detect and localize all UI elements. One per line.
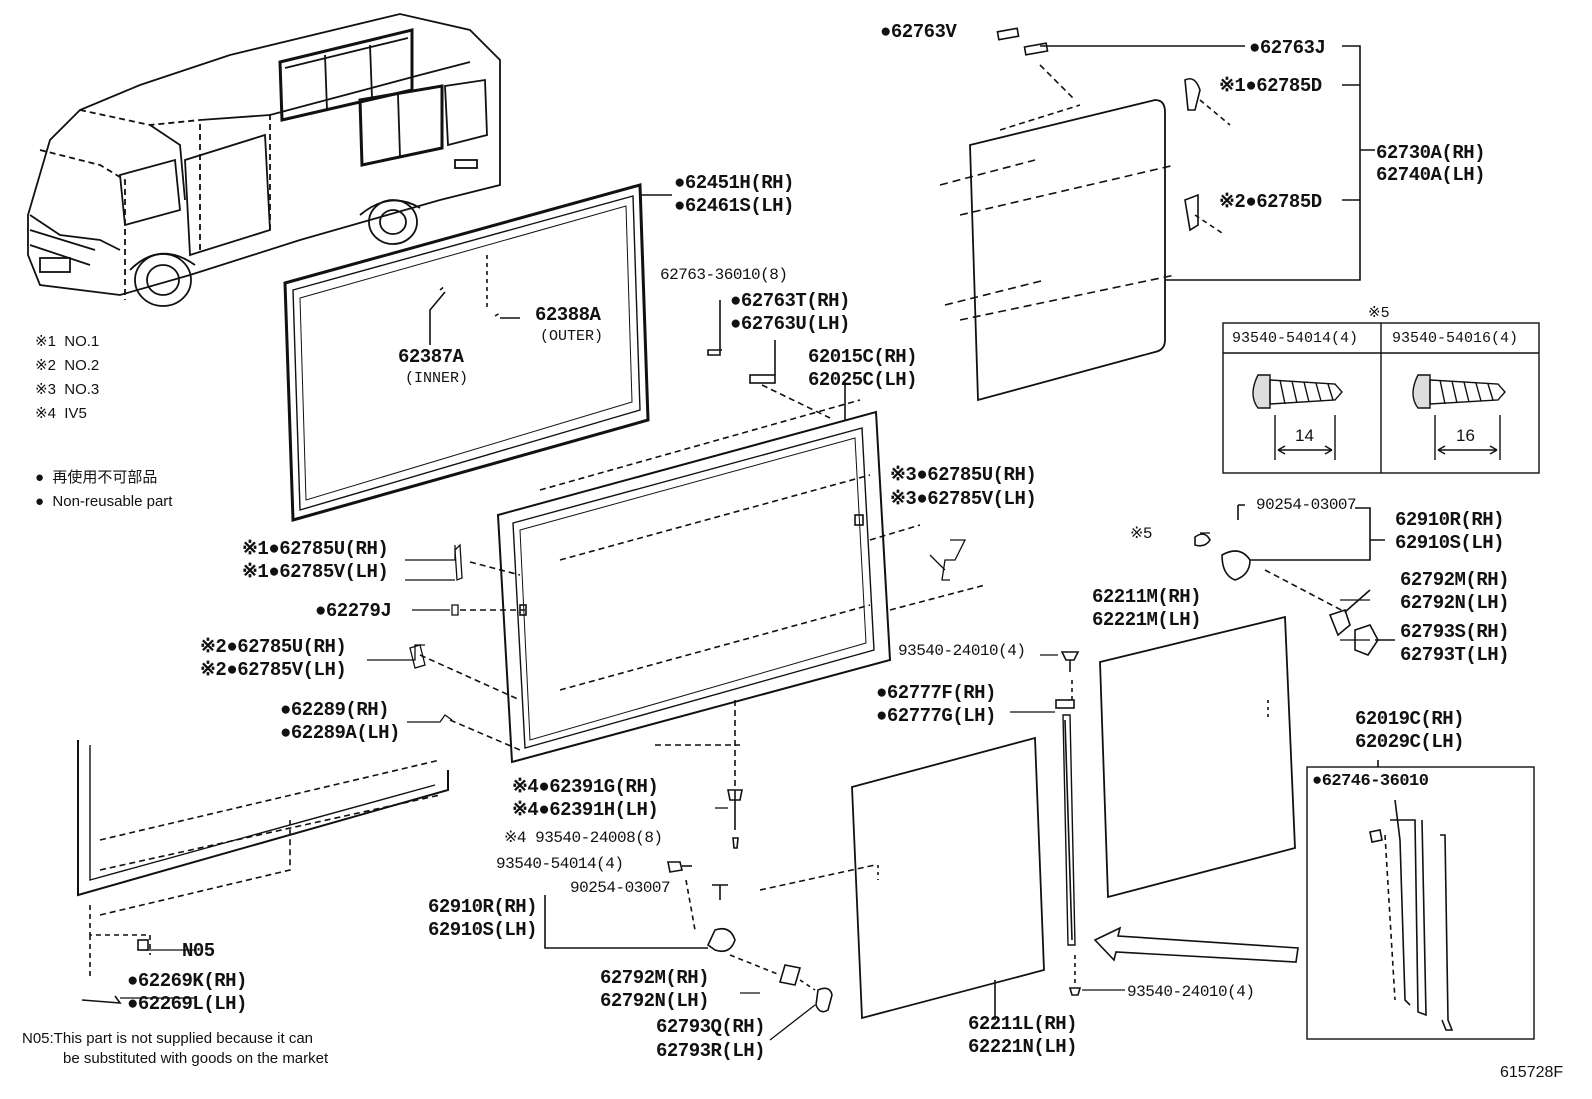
part-label-90254-03007-b[interactable]: 90254-03007 xyxy=(1256,496,1357,514)
part-label-62793Q[interactable]: 62793Q(RH) xyxy=(656,1016,766,1038)
part-label-mark-5: ※5 xyxy=(1130,525,1153,543)
part-label-62763U[interactable]: ●62763U(LH) xyxy=(730,313,850,335)
part-label-62785V-3[interactable]: ※3●62785V(LH) xyxy=(890,488,1037,510)
part-label-62019C[interactable]: 62019C(RH) xyxy=(1355,708,1465,730)
dot-icon: ● xyxy=(35,469,45,486)
part-label-62785U-3[interactable]: ※3●62785U(RH) xyxy=(890,464,1037,486)
note-line-2: be substituted with goods on the market xyxy=(63,1050,329,1067)
part-label-62785V-1[interactable]: ※1●62785V(LH) xyxy=(242,561,389,583)
leader-lines xyxy=(120,532,1370,1041)
part-label-62015C[interactable]: 62015C(RH) xyxy=(808,346,918,368)
legend-mark-4: ※4 IV5 xyxy=(35,402,87,426)
part-label-62221M[interactable]: 62221M(LH) xyxy=(1092,609,1202,631)
part-label-62269K[interactable]: ●62269K(RH) xyxy=(127,970,247,992)
part-label-62785U-2[interactable]: ※2●62785U(RH) xyxy=(200,636,347,658)
part-label-62763T[interactable]: ●62763T(RH) xyxy=(730,290,850,312)
part-label-62910S-a[interactable]: 62910S(LH) xyxy=(428,919,538,941)
part-label-62793S[interactable]: 62793S(RH) xyxy=(1400,621,1510,643)
sliding-glass-lh xyxy=(759,651,1299,1020)
part-label-62793R[interactable]: 62793R(LH) xyxy=(656,1040,766,1062)
legend-mark-3-symbol: ※3 xyxy=(35,381,56,398)
part-label-62746-36010[interactable]: ●62746-36010 xyxy=(1312,772,1429,791)
part-label-62777F[interactable]: ●62777F(RH) xyxy=(876,682,996,704)
table-col2-part: 93540-54016(4) xyxy=(1392,330,1519,347)
part-label-62289A[interactable]: ●62289A(LH) xyxy=(280,722,400,744)
run-channel-box xyxy=(1306,760,1535,1040)
upper-right-panel xyxy=(939,27,1375,402)
table-dim-14: 14 xyxy=(1295,426,1314,445)
part-label-62461S[interactable]: ●62461S(LH) xyxy=(674,195,794,217)
legend-mark-4-symbol: ※4 xyxy=(35,405,56,422)
lower-lock-parts xyxy=(544,789,833,1013)
part-label-62388A[interactable]: 62388A xyxy=(535,304,601,326)
part-label-62785V-2[interactable]: ※2●62785V(LH) xyxy=(200,659,347,681)
legend-en-text: Non-reusable part xyxy=(52,493,173,510)
window-weatherstrip xyxy=(283,183,672,522)
part-label-62388A-sub: (OUTER) xyxy=(540,328,604,345)
part-label-62792M-b[interactable]: 62792M(RH) xyxy=(1400,569,1510,591)
part-label-62910R-b[interactable]: 62910R(RH) xyxy=(1395,509,1505,531)
legend-mark-1-text: NO.1 xyxy=(64,333,100,350)
part-label-62289[interactable]: ●62289(RH) xyxy=(280,699,390,721)
part-label-62211L[interactable]: 62211L(RH) xyxy=(968,1013,1078,1035)
legend-nonreusable-jp: ● 再使用不可部品 xyxy=(35,466,157,490)
legend-mark-3: ※3 NO.3 xyxy=(35,378,99,402)
part-label-93540-24010-a[interactable]: 93540-24010(4) xyxy=(898,642,1026,660)
table-col1-part: 93540-54014(4) xyxy=(1232,330,1359,347)
table-dim-16: 16 xyxy=(1456,426,1475,445)
legend-mark-2-symbol: ※2 xyxy=(35,357,56,374)
part-label-62025C[interactable]: 62025C(LH) xyxy=(808,369,918,391)
legend-mark-1: ※1 NO.1 xyxy=(35,330,99,354)
part-label-62793T[interactable]: 62793T(LH) xyxy=(1400,644,1510,666)
legend-mark-2-text: NO.2 xyxy=(64,357,100,374)
part-label-62387A[interactable]: 62387A xyxy=(398,346,464,368)
part-label-62279J[interactable]: ●62279J xyxy=(315,600,392,622)
part-label-90254-03007-a[interactable]: 90254-03007 xyxy=(570,879,671,897)
part-label-62391G[interactable]: ※4●62391G(RH) xyxy=(512,776,659,798)
legend-mark-1-symbol: ※1 xyxy=(35,333,56,350)
table-header-mark: ※5 xyxy=(1368,305,1390,322)
part-label-62387A-sub: (INNER) xyxy=(405,370,469,387)
legend-mark-2: ※2 NO.2 xyxy=(35,354,99,378)
legend-mark-3-text: NO.3 xyxy=(64,381,100,398)
part-label-62785D-1[interactable]: ※1●62785D xyxy=(1219,75,1322,97)
part-label-62029C[interactable]: 62029C(LH) xyxy=(1355,731,1465,753)
part-label-93540-54014[interactable]: 93540-54014(4) xyxy=(496,855,624,873)
part-label-62763-36010[interactable]: 62763-36010(8) xyxy=(660,266,788,284)
bus-illustration xyxy=(27,13,501,307)
part-label-62785D-2[interactable]: ※2●62785D xyxy=(1219,191,1322,213)
part-label-62785U-1[interactable]: ※1●62785U(RH) xyxy=(242,538,389,560)
part-label-62763J[interactable]: ●62763J xyxy=(1249,37,1326,59)
dot-icon: ● xyxy=(35,493,45,510)
part-label-93540-24008[interactable]: ※4 93540-24008(8) xyxy=(504,829,663,847)
part-label-62221N[interactable]: 62221N(LH) xyxy=(968,1036,1078,1058)
part-label-62451H[interactable]: ●62451H(RH) xyxy=(674,172,794,194)
part-label-62910S-b[interactable]: 62910S(LH) xyxy=(1395,532,1505,554)
part-label-62269L[interactable]: ●62269L(LH) xyxy=(127,993,247,1015)
legend-mark-4-text: IV5 xyxy=(64,405,87,422)
part-label-62391H[interactable]: ※4●62391H(LH) xyxy=(512,799,659,821)
lower-rail xyxy=(77,740,449,1004)
part-label-62730A[interactable]: 62730A(RH) xyxy=(1376,142,1486,164)
part-label-62910R-a[interactable]: 62910R(RH) xyxy=(428,896,538,918)
part-label-62740A[interactable]: 62740A(LH) xyxy=(1376,164,1486,186)
part-label-62792N-b[interactable]: 62792N(LH) xyxy=(1400,592,1510,614)
legend-jp-text: 再使用不可部品 xyxy=(52,469,158,486)
part-label-93540-24010-b[interactable]: 93540-24010(4) xyxy=(1127,983,1255,1001)
sliding-glass-rh xyxy=(1099,504,1395,899)
diagram-id: 615728F xyxy=(1500,1064,1564,1081)
screw-table xyxy=(1222,322,1540,474)
part-label-62792M-a[interactable]: 62792M(RH) xyxy=(600,967,710,989)
part-label-N05[interactable]: N05 xyxy=(182,940,215,962)
part-label-62211M[interactable]: 62211M(RH) xyxy=(1092,586,1202,608)
part-label-62777G[interactable]: ●62777G(LH) xyxy=(876,705,996,727)
slider-frame xyxy=(419,300,986,795)
part-label-62792N-a[interactable]: 62792N(LH) xyxy=(600,990,710,1012)
part-label-62763V[interactable]: ●62763V xyxy=(880,21,957,43)
note-line-1: N05:This part is not supplied because it… xyxy=(22,1030,313,1047)
legend-nonreusable-en: ● Non-reusable part xyxy=(35,490,172,514)
